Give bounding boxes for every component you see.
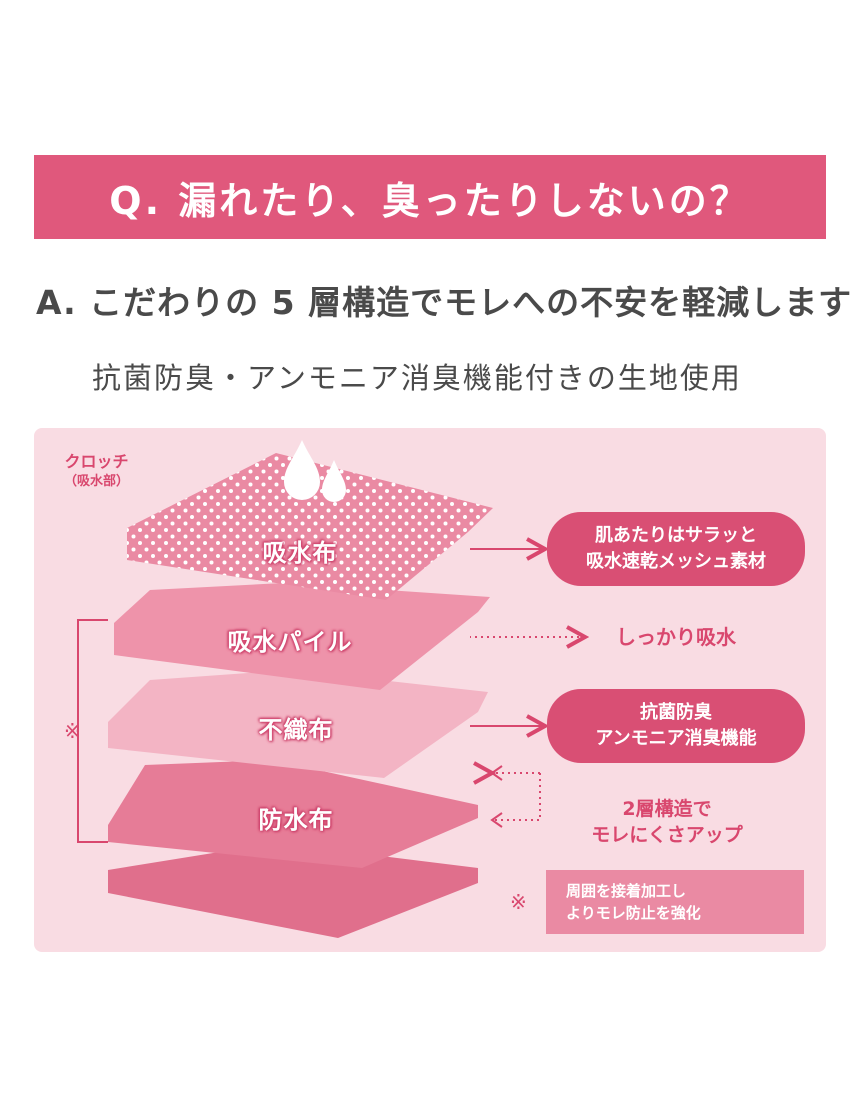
layer-label-nonwoven: 不織布 — [258, 716, 334, 744]
double-arrow — [492, 773, 541, 821]
note-line2: よりモレ防止を強化 — [566, 904, 701, 922]
antibac-callout-line2: アンモニア消臭機能 — [595, 728, 757, 749]
crotch-label: クロッチ （吸水部） — [64, 452, 129, 492]
absorb-callout: しっかり吸水 — [616, 625, 736, 649]
mesh-layer — [127, 453, 493, 600]
bracket-note-mark: ※ — [64, 719, 81, 743]
double-callout-line1: 2層構造で — [622, 798, 712, 820]
note-box: 周囲を接着加工し よりモレ防止を強化 — [546, 870, 804, 934]
layer-label-mesh: 吸水布 — [262, 539, 338, 567]
question-text: Q. 漏れたり、臭ったりしないの？ — [109, 178, 751, 223]
water-drop-icon — [284, 440, 346, 502]
layer-bracket — [77, 619, 108, 843]
antibac-callout: 抗菌防臭 アンモニア消臭機能 — [547, 689, 805, 763]
crotch-subtitle: （吸水部） — [64, 474, 130, 489]
mesh-callout-line1: 肌あたりはサラッと — [595, 525, 757, 546]
double-layer-callout: 2層構造で モレにくさアップ — [572, 796, 762, 848]
mesh-callout-line2: 吸水速乾メッシュ素材 — [586, 551, 766, 572]
nonwoven-layer — [108, 670, 488, 778]
layer-label-waterproof: 防水布 — [258, 806, 334, 834]
antibac-callout-line1: 抗菌防臭 — [640, 702, 712, 723]
waterproof-layer — [108, 760, 478, 868]
answer-heading: A. こだわりの 5 層構造でモレへの不安を軽減します — [36, 283, 853, 322]
bottom-layer — [108, 843, 478, 938]
double-arrow-heads — [490, 765, 503, 828]
double-callout-line2: モレにくさアップ — [591, 824, 743, 846]
note-mark: ※ — [510, 890, 527, 914]
feature-subline: 抗菌防臭・アンモニア消臭機能付きの生地使用 — [92, 361, 742, 395]
pile-layer — [114, 583, 490, 690]
crotch-title: クロッチ — [64, 452, 129, 471]
mesh-callout: 肌あたりはサラッと 吸水速乾メッシュ素材 — [547, 512, 805, 586]
question-banner: Q. 漏れたり、臭ったりしないの？ — [34, 155, 826, 239]
layer-label-pile: 吸水パイル — [227, 628, 353, 656]
note-line1: 周囲を接着加工し — [566, 882, 687, 900]
